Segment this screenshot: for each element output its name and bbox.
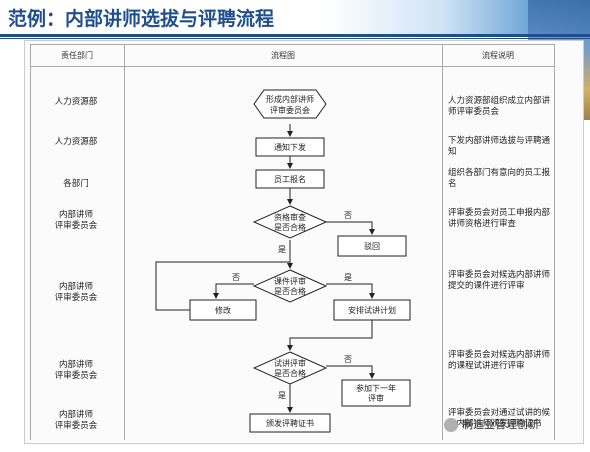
revise-label: 修改 [215,305,231,315]
signup-label: 员工报名 [274,174,306,184]
description-cell: 评审委员会对候选内部讲师的课程试讲进行评审 [448,350,551,371]
department-cell: 各部门 [63,179,89,189]
check1-label-line2: 是否合格 [274,222,306,232]
header-flowchart: 流程图 [271,51,295,60]
reject-box [337,235,407,257]
flow-connectors [155,124,375,413]
description-cell: 评审委员会对候选内部讲师提交的课件进行评审 [448,270,551,291]
page-title: 范例：内部讲师选拔与评聘流程 [8,8,275,30]
retry-box [341,379,411,407]
table-border-left [30,44,31,440]
department-cell: 人力资源部 [54,97,98,107]
notice-label: 通知下发 [274,142,306,152]
table-border-top [30,44,554,45]
courseware-check-diamond [252,269,328,303]
schedule-label: 安排试讲计划 [348,305,396,315]
department-cell: 人力资源部 [54,137,98,147]
watermark: 制造业管理创新 [444,414,584,436]
department-cell: 内部讲师 评审委员会 [54,410,98,431]
notice-box [255,137,325,157]
signup-box [255,169,325,189]
qualification-check-diamond [252,205,328,239]
table-divider-2 [442,44,443,440]
title-banner [0,0,590,34]
description-cell: 评审委员会对员工申报内部讲师资格进行审查 [448,208,551,229]
retry-label-line1: 参加下一年 [356,383,396,393]
certificate-label: 颁发评聘证书 [266,418,314,428]
check3-label-line1: 试讲评审 [274,358,306,368]
title-rule-thin [0,38,590,39]
yes-label-check2: 是 [344,273,352,282]
watermark-text: 制造业管理创新 [462,418,539,431]
department-cell: 内部讲师 评审委员会 [54,282,98,303]
no-label-check3: 否 [344,355,352,364]
check2-label-line1: 课件评审 [274,276,306,286]
title-rule [0,34,590,37]
wechat-icon [444,418,458,432]
start-hexagon [253,89,327,119]
header-department: 责任部门 [61,51,93,60]
description-cell: 组织各部门有意向的员工报名 [448,168,551,189]
check1-label-line1: 资格审查 [274,212,306,222]
table-header-rule [30,66,554,67]
table-border-right [554,44,555,440]
certificate-box [249,413,331,433]
schedule-box [333,299,411,321]
retry-label-line2: 评审 [368,393,384,403]
check3-label-line2: 是否合格 [274,368,306,378]
description-cell: 下发内部讲师选拔与评聘通知 [448,136,551,157]
yes-label-check3: 是 [278,391,286,400]
start-label-line2: 评审委员会 [270,105,310,115]
start-label-line1: 形成内部讲师 [266,94,314,104]
no-label-check1: 否 [344,211,352,220]
description-cell: 人力资源部组织成立内部讲师评审委员会 [448,96,551,117]
table-divider-1 [124,44,125,440]
no-label-check2: 否 [232,273,240,282]
revise-box [189,299,257,321]
trial-lecture-check-diamond [252,351,328,385]
reject-label: 驳回 [364,242,380,251]
department-cell: 内部讲师 评审委员会 [54,210,98,231]
check2-label-line2: 是否合格 [274,286,306,296]
description-cell: 评审委员会对通过试讲的候选内部讲师颁发评聘证书 [448,408,551,429]
department-cell: 内部讲师 评审委员会 [54,360,98,381]
header-description: 流程说明 [482,51,514,60]
yes-label-check1: 是 [278,245,286,254]
